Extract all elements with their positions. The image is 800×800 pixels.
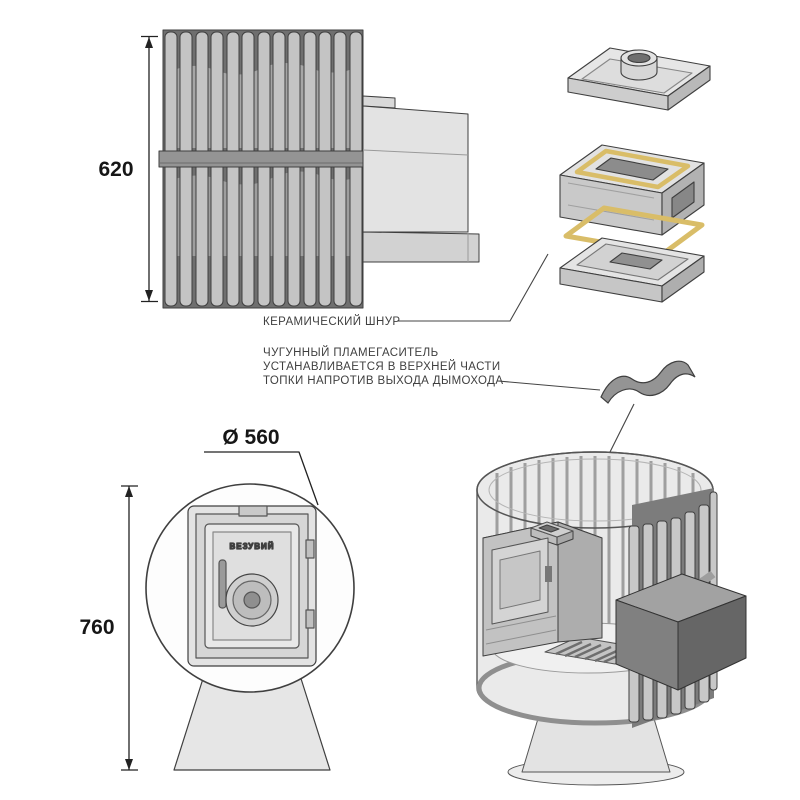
firebox-tray bbox=[559, 237, 705, 303]
door-hinge-top bbox=[305, 539, 315, 559]
firebox-collar-hole bbox=[538, 524, 560, 533]
body-opening bbox=[671, 181, 695, 219]
tray-slot bbox=[609, 252, 663, 270]
flame-note-line2: УСТАНАВЛИВАЕТСЯ В ВЕРХНЕЙ ЧАСТИ bbox=[263, 360, 501, 373]
front-elevation-view: ВЕЗУВИЙ bbox=[121, 451, 355, 771]
ceramic-cord-leader bbox=[397, 253, 549, 322]
gasket-top bbox=[574, 148, 691, 190]
arrow-down-icon bbox=[125, 759, 133, 770]
fuel-tunnel bbox=[362, 95, 480, 263]
cage-strap bbox=[158, 150, 368, 168]
side-elevation-view bbox=[141, 29, 480, 309]
door-latch bbox=[238, 505, 268, 517]
dimension-total-height bbox=[121, 485, 138, 771]
body-top-hole bbox=[595, 157, 669, 181]
cage-slats bbox=[164, 31, 363, 307]
diameter-label: Ø 560 bbox=[222, 426, 279, 449]
door-hinge-bottom bbox=[305, 609, 315, 629]
flame-note-line1: ЧУГУННЫЙ ПЛАМЕГАСИТЕЛЬ bbox=[263, 346, 439, 359]
ceramic-cord-label: КЕРАМИЧЕСКИЙ ШНУР bbox=[263, 315, 400, 328]
arrow-down-icon bbox=[145, 290, 153, 301]
cutaway-view bbox=[476, 451, 747, 786]
flame-note-line3: ТОПКИ НАПРОТИВ ВЫХОДА ДЫМОХОДА bbox=[263, 375, 503, 387]
diameter-leader bbox=[204, 451, 319, 506]
cutaway-firebox bbox=[482, 521, 603, 657]
flame-arrester-part bbox=[600, 360, 696, 404]
dimension-cage-height bbox=[141, 35, 158, 303]
flame-note-leader bbox=[497, 380, 601, 391]
door-assembly: ВЕЗУВИЙ bbox=[187, 505, 317, 667]
door-handle bbox=[218, 559, 227, 609]
cutaway-door-handle bbox=[545, 566, 552, 582]
smoke-duct bbox=[615, 573, 747, 691]
door-logo: ВЕЗУВИЙ bbox=[229, 542, 274, 551]
cage-height-label: 620 bbox=[98, 158, 133, 181]
total-height-label: 760 bbox=[79, 616, 114, 639]
firebox-body bbox=[559, 144, 705, 236]
firebox-lid bbox=[567, 47, 711, 111]
dimension-labels: 620 Ø 560 760 bbox=[79, 158, 279, 639]
arrow-up-icon bbox=[145, 37, 153, 48]
flue-opening bbox=[627, 52, 651, 64]
annotation-labels: КЕРАМИЧЕСКИЙ ШНУР ЧУГУННЫЙ ПЛАМЕГАСИТЕЛЬ… bbox=[263, 253, 696, 521]
exploded-view bbox=[559, 47, 711, 303]
arrow-up-icon bbox=[125, 486, 133, 497]
